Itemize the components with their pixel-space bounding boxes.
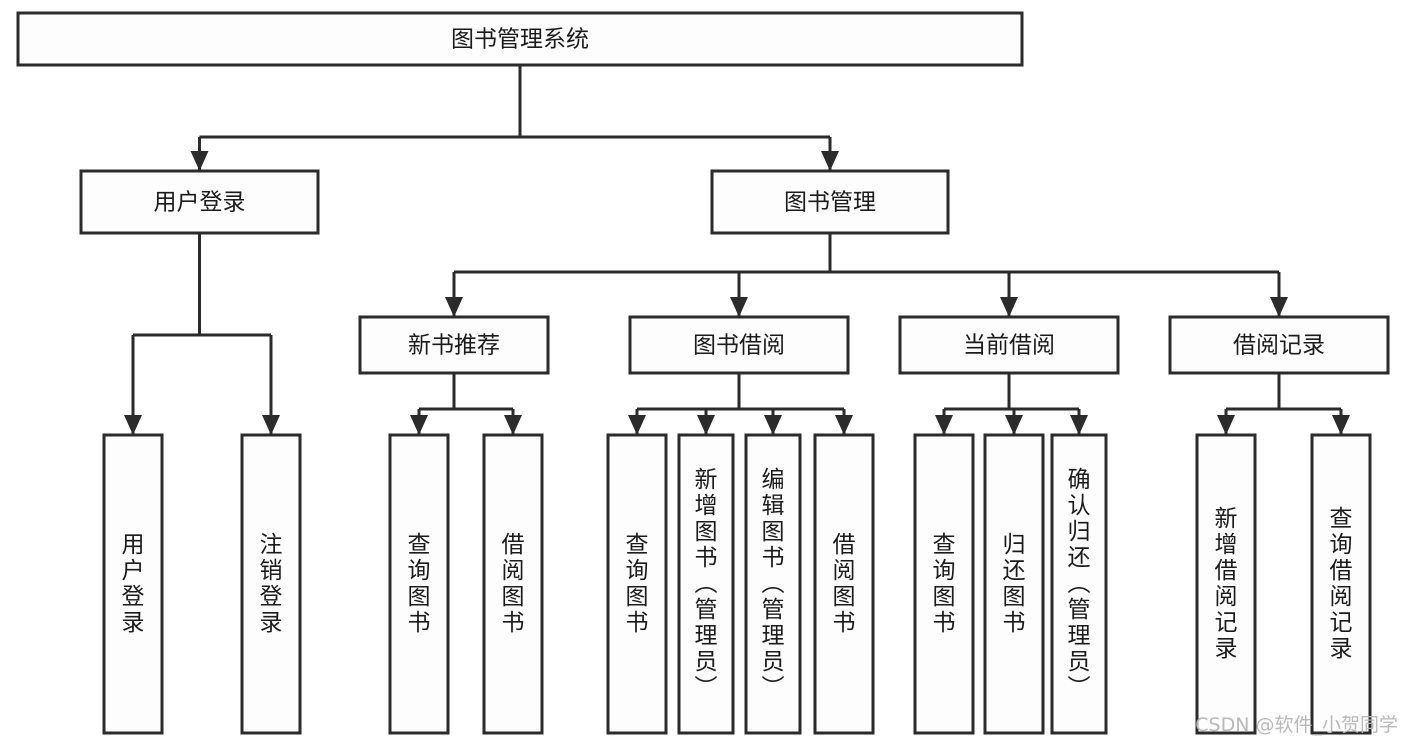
node-user-logout[interactable]: 注销登录: [240, 433, 302, 735]
node-box-borrow-record[interactable]: [1168, 315, 1390, 375]
node-box-edit-book-admin[interactable]: [744, 433, 802, 735]
node-new-book-recommend[interactable]: 新书推荐: [358, 315, 550, 375]
arrow-head-root-0: [190, 151, 209, 171]
node-label-return-book: 归还图书: [1003, 532, 1026, 636]
node-label-query-book-3: 查询图书: [933, 532, 956, 636]
arrow-head-book-manage-3: [1270, 297, 1288, 317]
node-label-book-borrow: 图书借阅: [693, 333, 785, 359]
node-label-add-borrow-record: 新增借阅记录: [1215, 506, 1238, 662]
node-box-user-login-do[interactable]: [102, 433, 164, 735]
node-box-root[interactable]: [16, 11, 1024, 67]
nodes-layer: 图书管理系统用户登录图书管理用户登录注销登录新书推荐查询图书借阅图书图书借阅查询…: [16, 11, 1390, 735]
node-book-manage[interactable]: 图书管理: [710, 169, 950, 235]
node-query-borrow-record[interactable]: 查询借阅记录: [1310, 433, 1372, 735]
node-box-query-book-3[interactable]: [913, 433, 975, 735]
node-box-user-login[interactable]: [79, 169, 320, 235]
node-label-new-book-recommend: 新书推荐: [408, 333, 500, 359]
arrow-head-l3-2-0: [935, 415, 953, 435]
arrow-head-l3-0-0: [410, 415, 428, 435]
node-label-user-login: 用户登录: [154, 190, 246, 216]
connectors-layer: [124, 65, 1350, 435]
node-query-book-2[interactable]: 查询图书: [606, 433, 668, 735]
arrow-head-book-manage-1: [730, 297, 748, 317]
arrow-head-user-login-0: [124, 415, 142, 435]
node-confirm-return-admin[interactable]: 确认归还︵管理员︶: [1050, 433, 1108, 735]
node-box-current-borrow[interactable]: [898, 315, 1120, 375]
node-borrow-book-2[interactable]: 借阅图书: [813, 433, 875, 735]
node-borrow-record[interactable]: 借阅记录: [1168, 315, 1390, 375]
node-label-borrow-record: 借阅记录: [1233, 333, 1325, 359]
node-edit-book-admin[interactable]: 编辑图书︵管理员︶: [744, 433, 802, 735]
node-label-query-book-1: 查询图书: [408, 532, 431, 636]
node-user-login[interactable]: 用户登录: [79, 169, 320, 235]
arrow-head-l3-1-2: [764, 415, 782, 435]
arrow-head-user-login-1: [262, 415, 280, 435]
node-label-borrow-book-2: 借阅图书: [833, 532, 856, 636]
arrow-head-l3-2-2: [1070, 415, 1088, 435]
arrow-head-l3-2-1: [1005, 415, 1023, 435]
node-box-user-logout[interactable]: [240, 433, 302, 735]
node-book-borrow[interactable]: 图书借阅: [628, 315, 850, 375]
node-label-query-borrow-record: 查询借阅记录: [1330, 506, 1353, 662]
node-current-borrow[interactable]: 当前借阅: [898, 315, 1120, 375]
node-label-root: 图书管理系统: [451, 27, 589, 53]
node-label-user-logout: 注销登录: [260, 532, 283, 636]
node-root[interactable]: 图书管理系统: [16, 11, 1024, 67]
node-label-add-book-admin: 新增图书︵管理员︶: [695, 467, 718, 701]
node-label-query-book-2: 查询图书: [626, 532, 649, 636]
arrow-head-l3-1-0: [628, 415, 646, 435]
arrow-head-book-manage-2: [1000, 297, 1018, 317]
node-label-borrow-book-1: 借阅图书: [502, 532, 525, 636]
node-box-query-book-1[interactable]: [388, 433, 450, 735]
node-box-borrow-book-2[interactable]: [813, 433, 875, 735]
node-add-borrow-record[interactable]: 新增借阅记录: [1195, 433, 1257, 735]
arrow-head-l3-3-0: [1217, 415, 1235, 435]
node-box-query-book-2[interactable]: [606, 433, 668, 735]
node-box-new-book-recommend[interactable]: [358, 315, 550, 375]
node-box-book-borrow[interactable]: [628, 315, 850, 375]
node-label-book-manage: 图书管理: [784, 190, 876, 216]
arrow-head-l3-1-1: [697, 415, 715, 435]
arrow-head-book-manage-0: [445, 297, 463, 317]
node-borrow-book-1[interactable]: 借阅图书: [482, 433, 544, 735]
node-add-book-admin[interactable]: 新增图书︵管理员︶: [677, 433, 735, 735]
arrow-head-root-1: [821, 151, 839, 171]
node-label-confirm-return-admin: 确认归还︵管理员︶: [1068, 467, 1091, 701]
node-return-book[interactable]: 归还图书: [983, 433, 1045, 735]
node-box-confirm-return-admin[interactable]: [1050, 433, 1108, 735]
node-query-book-3[interactable]: 查询图书: [913, 433, 975, 735]
node-box-return-book[interactable]: [983, 433, 1045, 735]
node-box-book-manage[interactable]: [710, 169, 950, 235]
node-box-borrow-book-1[interactable]: [482, 433, 544, 735]
node-box-query-borrow-record[interactable]: [1310, 433, 1372, 735]
arrow-head-l3-0-1: [504, 415, 522, 435]
arrow-head-l3-3-1: [1332, 415, 1350, 435]
watermark-label: CSDN @软件_小贺同学: [1195, 714, 1398, 736]
node-query-book-1[interactable]: 查询图书: [388, 433, 450, 735]
arrow-head-l3-1-3: [835, 415, 853, 435]
node-label-edit-book-admin: 编辑图书︵管理员︶: [762, 467, 785, 701]
node-label-current-borrow: 当前借阅: [963, 333, 1055, 359]
node-box-add-book-admin[interactable]: [677, 433, 735, 735]
node-box-add-borrow-record[interactable]: [1195, 433, 1257, 735]
node-label-user-login-do: 用户登录: [122, 532, 145, 636]
node-user-login-do[interactable]: 用户登录: [102, 433, 164, 735]
